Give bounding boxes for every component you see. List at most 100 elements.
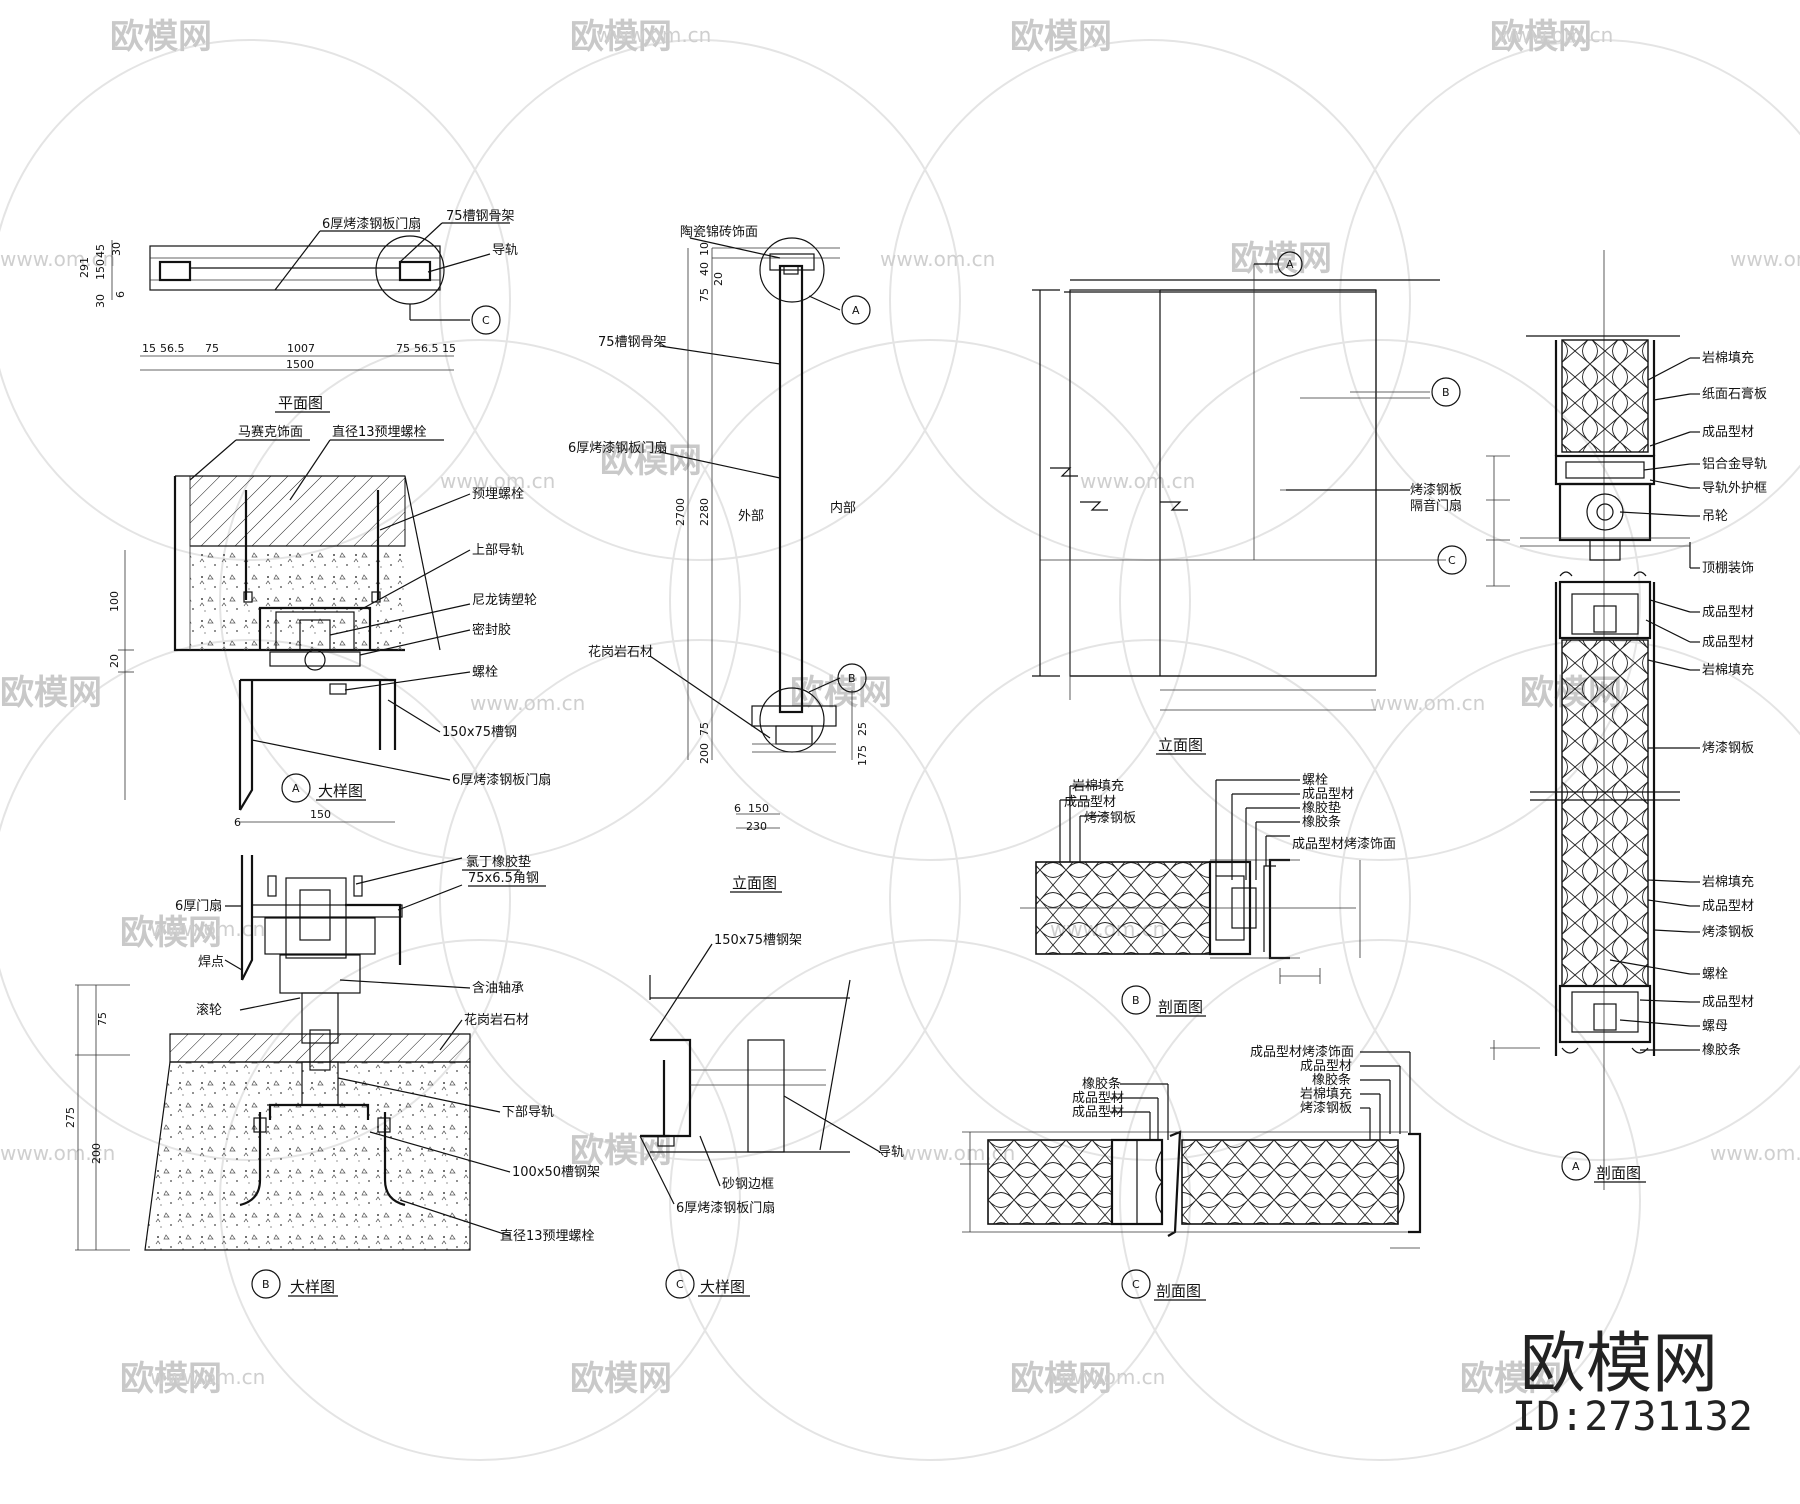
plan-view: C 6厚烤漆钢板门扇 75槽钢骨架 导轨 291 45 150 30 30 6 … <box>78 209 518 413</box>
plan-dim-side-1: 45 <box>94 244 107 258</box>
section-a-leader <box>1653 929 1691 933</box>
section-b-left-0: 岩棉填充 <box>1072 778 1124 794</box>
elev1-label-1: 75槽钢骨架 <box>598 335 667 350</box>
brand-box: 欧模网 ID:2731132 <box>1490 1310 1790 1460</box>
detail-c-title: 大样图 <box>700 1278 745 1296</box>
section-b-title: 剖面图 <box>1158 998 1203 1016</box>
detail-a-title: 大样图 <box>318 782 363 800</box>
section-c-left-1: 成品型材 <box>1072 1091 1124 1106</box>
elev1-dim-9: 175 <box>856 745 869 766</box>
detail-b-label-9: 直径13预埋螺栓 <box>500 1229 595 1244</box>
detail-b-label-0: 氯丁橡胶垫 <box>466 854 531 870</box>
section-a-leader <box>1653 393 1691 401</box>
elev1-marker-a: A <box>852 304 860 317</box>
watermark-brand: 欧模网 <box>1230 239 1332 279</box>
watermark-brand: 欧模网 <box>600 441 702 481</box>
elev1-title: 立面图 <box>732 874 777 892</box>
detail-a-dim-1: 20 <box>108 654 121 668</box>
section-a-leader <box>1645 619 1691 643</box>
elev1-dim-10: 6 <box>734 802 741 815</box>
section-c-right-1: 成品型材 <box>1300 1059 1352 1074</box>
watermark-brand: 欧模网 <box>1460 1359 1562 1399</box>
detail-b-label-3: 焊点 <box>198 954 224 970</box>
detail-c-label-3: 6厚烤漆钢板门扇 <box>676 1200 775 1216</box>
plan-dim-side-0: 291 <box>78 257 91 278</box>
section-a-leader <box>1609 959 1691 975</box>
section-a-leader <box>1639 999 1691 1003</box>
watermark-brand: 欧模网 <box>110 17 212 57</box>
detail-a-dim-2: 6 <box>234 816 241 829</box>
section-b-marker: B <box>1132 994 1140 1007</box>
elevation-2: A B C 烤漆钢板 隔音门扇 立面图 <box>1032 251 1467 755</box>
plan-dim-3: 1007 <box>287 342 315 355</box>
detail-b: 氯丁橡胶垫 75x6.5角钢 6厚门扇 焊点 含油轴承 滚轮 花岗岩石材 下部导… <box>64 854 600 1299</box>
elev1-label-0: 陶瓷锦砖饰面 <box>680 224 758 240</box>
section-a-label: 成品型材 <box>1702 635 1754 650</box>
section-a-label: 成品型材 <box>1702 995 1754 1010</box>
detail-b-dim-0: 75 <box>96 1012 109 1026</box>
detail-b-dim-2: 200 <box>90 1143 103 1164</box>
section-b-right-3: 橡胶条 <box>1302 814 1341 830</box>
detail-b-dim-1: 275 <box>64 1107 77 1128</box>
section-c-right-0: 成品型材烤漆饰面 <box>1250 1044 1354 1060</box>
detail-b-label-6: 花岗岩石材 <box>464 1012 529 1028</box>
section-a-label: 橡胶条 <box>1702 1042 1741 1058</box>
watermark-brand: 欧模网 <box>570 1359 672 1399</box>
section-c-right-3: 岩棉填充 <box>1300 1086 1352 1102</box>
detail-a-dim-3: 150 <box>310 808 331 821</box>
plan-label-frame: 75槽钢骨架 <box>446 209 515 224</box>
elev2-label-1: 隔音门扇 <box>1410 498 1462 514</box>
plan-callout: C <box>482 314 490 327</box>
watermark-brand: 欧模网 <box>120 1359 222 1399</box>
detail-b-label-4: 含油轴承 <box>472 980 524 996</box>
elev2-label-0: 烤漆钢板 <box>1410 482 1462 498</box>
watermark-brand: 欧模网 <box>570 17 672 57</box>
detail-a-label-0: 马赛克饰面 <box>238 424 303 440</box>
detail-b-label-2: 6厚门扇 <box>175 898 222 914</box>
plan-dim-6: 15 <box>442 342 456 355</box>
watermark-url: www.om.cn <box>1498 23 1613 47</box>
elev1-dim-11: 150 <box>748 802 769 815</box>
plan-dim-5: 56.5 <box>414 342 439 355</box>
detail-c-label-2: 砂钢边框 <box>722 1177 774 1192</box>
section-b-left-1: 成品型材 <box>1064 795 1116 810</box>
watermark-brand: 欧模网 <box>570 1131 672 1171</box>
section-a-label: 成品型材 <box>1702 425 1754 440</box>
plan-title: 平面图 <box>278 394 323 412</box>
section-c-marker: C <box>1132 1278 1140 1291</box>
section-c: 橡胶条 成品型材 成品型材 成品型材烤漆饰面 成品型材 橡胶条 岩棉填充 烤漆钢… <box>960 1044 1422 1301</box>
section-b-right-2: 橡胶垫 <box>1302 800 1341 816</box>
section-c-right-4: 烤漆钢板 <box>1300 1100 1352 1116</box>
elev1-dim-8: 200 <box>698 743 711 764</box>
watermark-url: www.om.cn <box>1370 691 1485 715</box>
elev1-dim-6: 75 <box>698 722 711 736</box>
detail-b-title: 大样图 <box>290 1278 335 1296</box>
watermark-url: www.om.cn <box>1710 1141 1800 1165</box>
plan-dim-0: 15 <box>142 342 156 355</box>
watermark-url: www.om.cn <box>150 917 265 941</box>
detail-a-label-2: 预埋螺栓 <box>472 487 524 502</box>
section-b-left-2: 烤漆钢板 <box>1084 810 1136 826</box>
detail-a: 马赛克饰面 直径13预埋螺栓 预埋螺栓 上部导轨 尼龙铸塑轮 密封胶 螺栓 15… <box>108 424 551 829</box>
elev1-dim-4: 2700 <box>674 498 687 526</box>
watermark-brand: 欧模网 <box>790 673 892 713</box>
watermark-url: www.om.cn <box>596 23 711 47</box>
detail-a-marker: A <box>292 782 300 795</box>
elevation-1: A B 陶瓷锦砖饰面 75槽钢骨架 6厚烤漆钢板门扇 外部 内部 花岗岩石材 1… <box>568 224 871 893</box>
section-c-left-0: 橡胶条 <box>1082 1076 1121 1092</box>
elev1-dim-3: 75 <box>698 288 711 302</box>
detail-a-label-5: 密封胶 <box>472 622 511 638</box>
section-b: 岩棉填充 成品型材 烤漆钢板 螺栓 成品型材 橡胶垫 橡胶条 成品型材烤漆饰面 … <box>1020 773 1396 1017</box>
watermark-brand: 欧模网 <box>120 913 222 953</box>
elev1-label-4: 内部 <box>830 500 856 516</box>
section-b-right-0: 螺栓 <box>1302 773 1328 788</box>
watermark-url: www.om.cn <box>1730 247 1800 271</box>
section-a-leader <box>1649 479 1691 489</box>
elev2-marker-a: A <box>1286 258 1294 271</box>
section-a-label: 纸面石膏板 <box>1702 386 1767 402</box>
section-a-label: 岩棉填充 <box>1702 662 1754 678</box>
section-a-label: 螺栓 <box>1702 967 1728 982</box>
elev2-title: 立面图 <box>1158 736 1203 754</box>
section-a-label: 岩棉填充 <box>1702 350 1754 366</box>
